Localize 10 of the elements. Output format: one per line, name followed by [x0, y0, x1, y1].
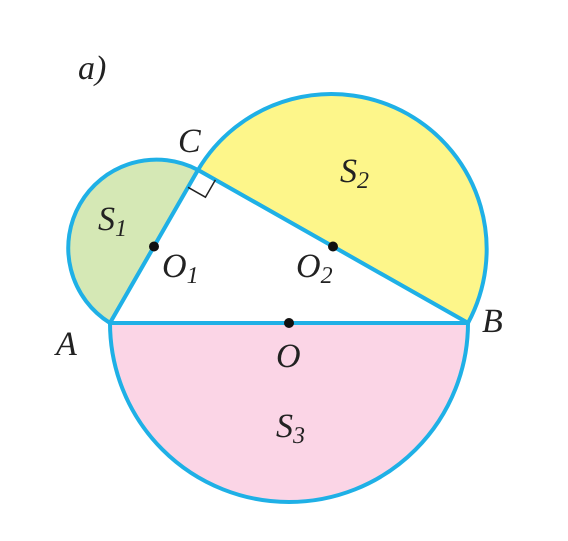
- area-label: S$_{2}$: [340, 155, 369, 193]
- point-label: O$_{2}$: [296, 250, 333, 288]
- point-label: A: [56, 328, 77, 362]
- point-label: O: [276, 340, 301, 374]
- point-label: O$_{1}$: [162, 250, 199, 288]
- area-label: S$_{1}$: [98, 203, 127, 241]
- point-label: C: [178, 125, 201, 159]
- area-label: S$_{3}$: [276, 410, 305, 448]
- point-label: B: [482, 305, 503, 339]
- panel-label: a): [78, 52, 106, 86]
